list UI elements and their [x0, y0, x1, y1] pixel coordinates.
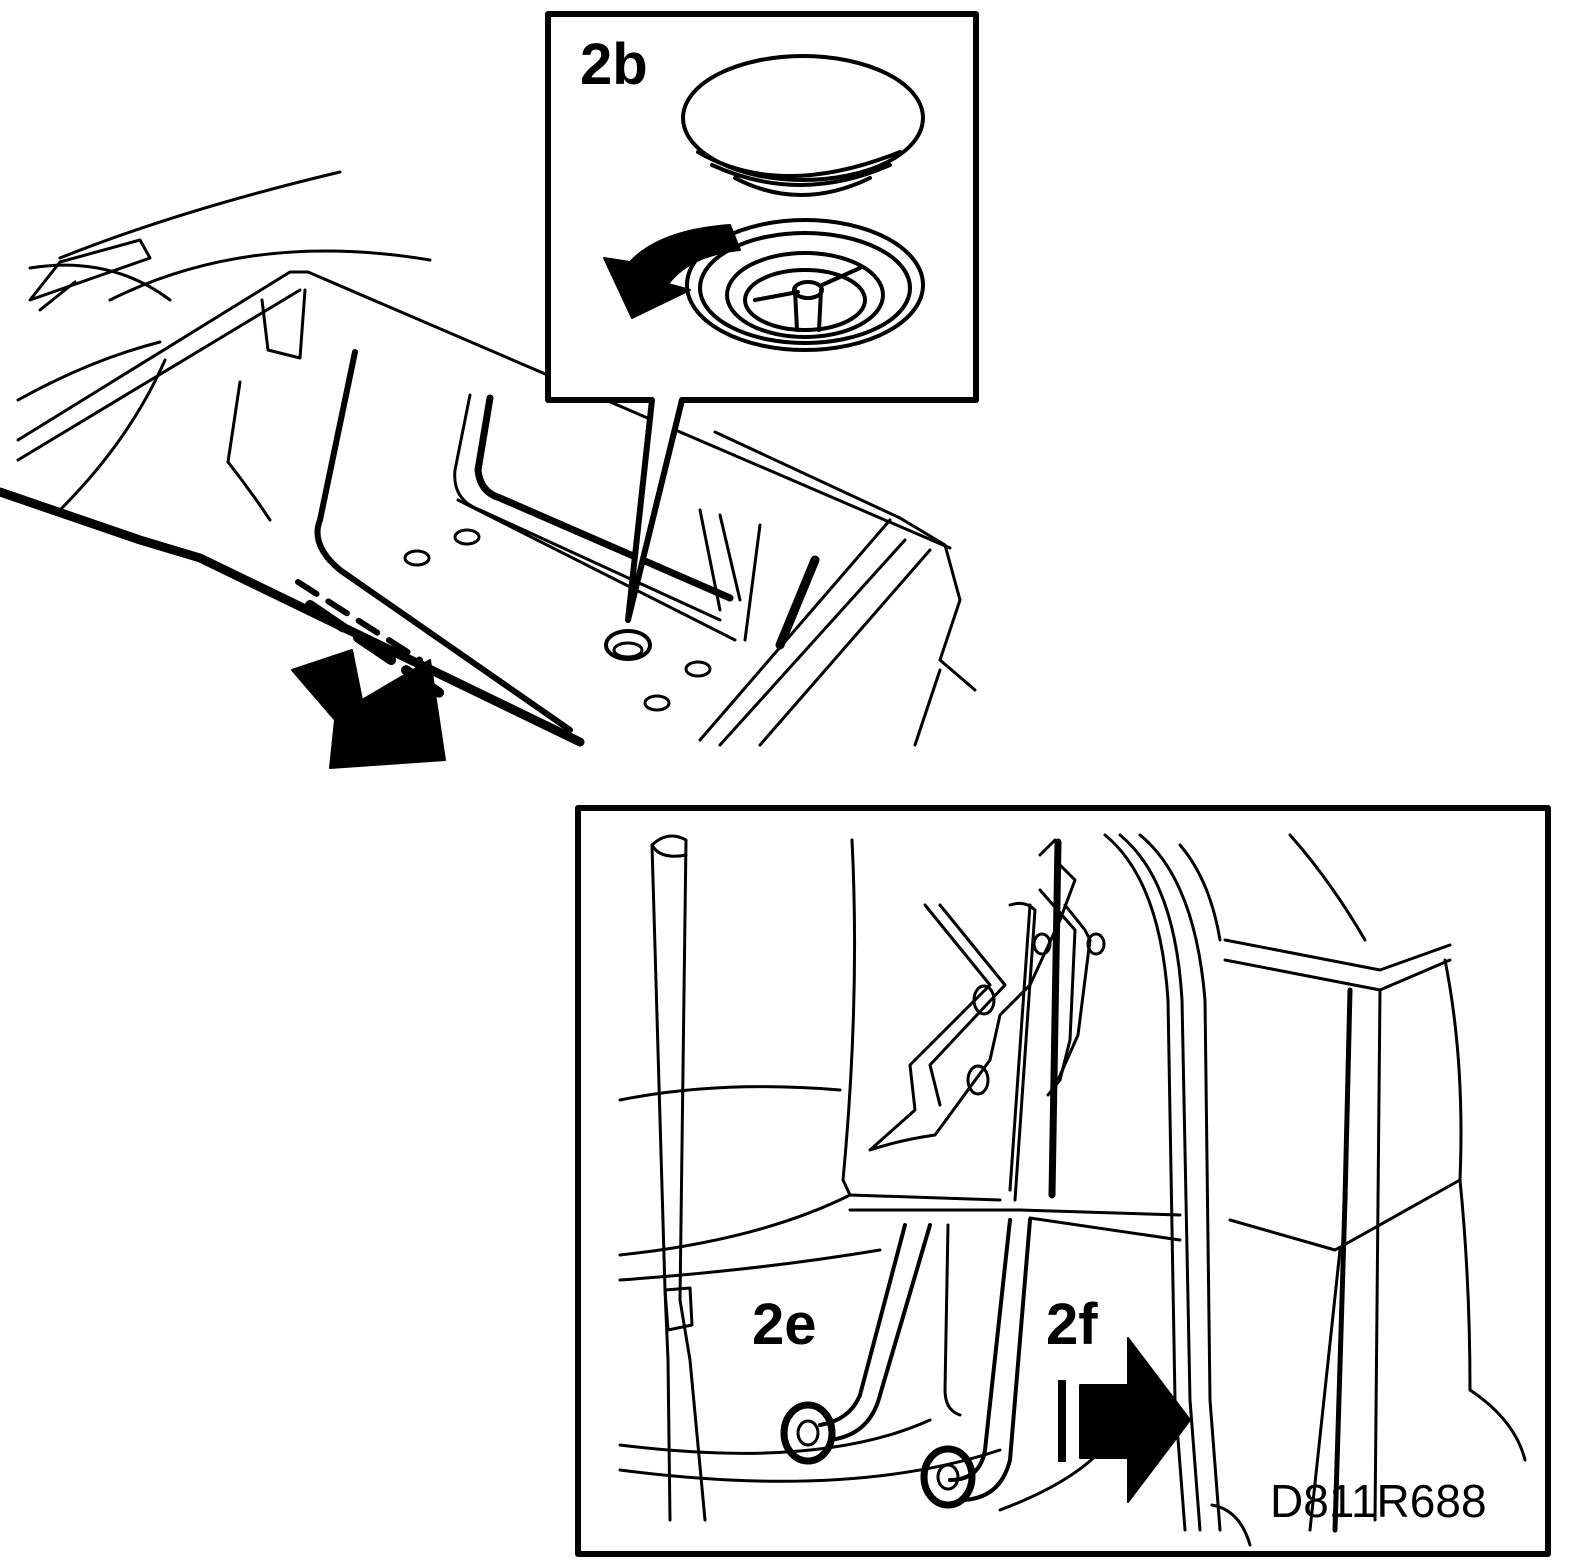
figure-code: D811R688	[1270, 1475, 1487, 1527]
inset-2b-frame	[545, 11, 979, 623]
cap-plug-illustration	[681, 54, 925, 197]
grommet-socket-illustration	[685, 218, 925, 352]
pull-right-arrow-icon	[1058, 1337, 1191, 1503]
cargo-floor-illustration	[0, 170, 977, 747]
pull-down-arrow-icon	[291, 649, 446, 769]
counterclockwise-rotate-arrow-icon	[603, 224, 741, 319]
rear-interior-illustration	[618, 833, 1527, 1547]
callout-label-2f: 2f	[1046, 1292, 1098, 1357]
callout-label-2e: 2e	[752, 1292, 817, 1357]
callout-label-2b: 2b	[580, 32, 648, 97]
